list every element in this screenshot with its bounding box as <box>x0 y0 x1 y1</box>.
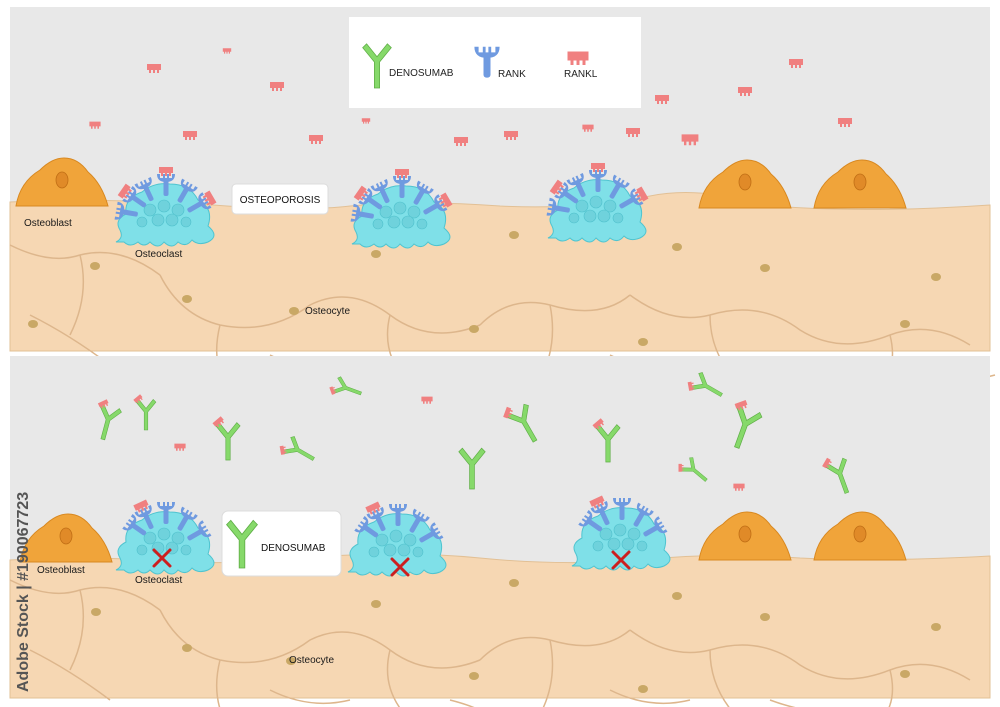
legend-rank-label: RANK <box>498 69 526 80</box>
panel-bottom: DENOSUMAB Osteoblast Osteoclast Osteocyt… <box>9 356 996 707</box>
ligand-comb-icon <box>567 51 589 65</box>
osteoporosis-title: OSTEOPOROSIS <box>240 195 321 206</box>
osteocyte-label-bottom: Osteocyte <box>289 655 334 666</box>
osteoclast-label-bottom: Osteoclast <box>135 575 182 586</box>
osteoporosis-box <box>231 183 329 215</box>
legend-rankl-label: RANKL <box>564 69 598 80</box>
watermark-text: Adobe Stock | #190067723 <box>15 492 32 692</box>
panel-top: DENOSUMAB RANK RANKL OSTEOPOROSIS Osteob… <box>9 7 996 396</box>
denosumab-title: DENOSUMAB <box>261 543 326 554</box>
legend-box <box>349 17 641 108</box>
osteoblast-label-bottom: Osteoblast <box>37 565 85 576</box>
legend-denosumab-label: DENOSUMAB <box>389 68 454 79</box>
osteoblast-label-top: Osteoblast <box>24 218 72 229</box>
osteocytes-bottom <box>91 579 941 693</box>
legend: DENOSUMAB RANK RANKL <box>349 17 641 108</box>
osteocytes-top <box>28 231 941 346</box>
osteocyte-label-top: Osteocyte <box>305 306 350 317</box>
osteoclast-label-top: Osteoclast <box>135 249 182 260</box>
